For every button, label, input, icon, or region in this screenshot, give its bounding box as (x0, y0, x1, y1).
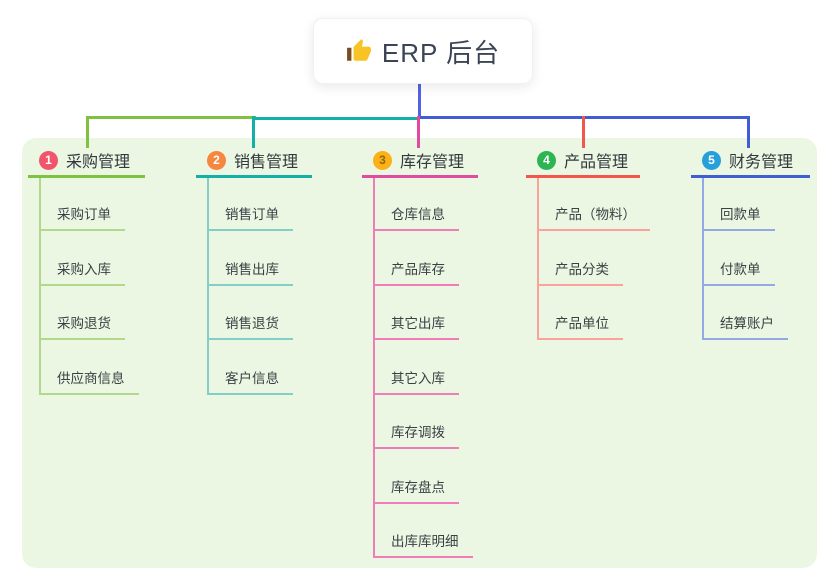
thumbs-up-icon (346, 39, 371, 61)
connector-line (86, 116, 89, 148)
connector-line (86, 116, 256, 119)
child-node-label: 采购订单 (57, 207, 111, 222)
child-node-label: 产品库存 (391, 262, 445, 277)
child-node-label: 产品分类 (555, 262, 609, 277)
branch-label: 产品管理 (564, 154, 629, 171)
branch-label: 库存管理 (400, 154, 465, 171)
child-node[interactable]: 产品（物料） (537, 199, 650, 231)
child-node-label: 客户信息 (225, 371, 279, 386)
branch-number-badge: 3 (373, 150, 392, 170)
root-node-erp[interactable]: ERP 后台 (313, 18, 533, 84)
child-node[interactable]: 产品分类 (537, 254, 623, 286)
child-node[interactable]: 销售退货 (207, 308, 293, 340)
child-node[interactable]: 回款单 (702, 199, 775, 231)
child-node[interactable]: 库存盘点 (373, 472, 459, 504)
child-node[interactable]: 销售订单 (207, 199, 293, 231)
child-node[interactable]: 付款单 (702, 254, 775, 286)
connector-line (252, 116, 255, 148)
root-node-title: ERP 后台 (381, 37, 501, 68)
child-node-label: 产品（物料） (555, 207, 636, 222)
branch-node-1[interactable]: 1 采购管理 (28, 149, 145, 178)
child-node-label: 销售出库 (225, 262, 279, 277)
child-node[interactable]: 供应商信息 (39, 363, 139, 395)
connector-line (582, 116, 585, 148)
child-node[interactable]: 采购入库 (39, 254, 125, 286)
child-node[interactable]: 产品单位 (537, 308, 623, 340)
child-node-label: 付款单 (720, 262, 761, 277)
child-spine-line (207, 178, 209, 395)
branch-node-4[interactable]: 4 产品管理 (526, 149, 640, 178)
child-node[interactable]: 客户信息 (207, 363, 293, 395)
child-node-label: 采购退货 (57, 316, 111, 331)
child-node[interactable]: 库存调拨 (373, 417, 459, 449)
branch-number-badge: 5 (702, 150, 721, 170)
child-node-label: 库存盘点 (391, 480, 445, 495)
child-node[interactable]: 采购订单 (39, 199, 125, 231)
child-spine-line (39, 178, 41, 395)
child-node[interactable]: 结算账户 (702, 308, 788, 340)
branch-label: 采购管理 (66, 154, 131, 171)
branch-node-5[interactable]: 5 财务管理 (691, 149, 810, 178)
child-node-label: 采购入库 (57, 262, 111, 277)
child-node[interactable]: 销售出库 (207, 254, 293, 286)
branch-label: 销售管理 (234, 154, 299, 171)
branch-node-3[interactable]: 3 库存管理 (362, 149, 478, 178)
child-spine-line (537, 178, 539, 340)
child-spine-line (373, 178, 375, 558)
connector-line (747, 116, 750, 148)
child-node-label: 仓库信息 (391, 207, 445, 222)
child-node-label: 出库库明细 (391, 534, 459, 549)
child-node-label: 产品单位 (555, 316, 609, 331)
child-node-label: 结算账户 (720, 316, 774, 331)
child-node-label: 供应商信息 (57, 371, 125, 386)
child-node-label: 回款单 (720, 207, 761, 222)
connector-line (252, 117, 420, 120)
child-node-label: 其它入库 (391, 371, 445, 386)
branch-number-badge: 4 (537, 150, 556, 170)
child-node[interactable]: 出库库明细 (373, 526, 473, 558)
connector-line (417, 116, 420, 148)
child-node-label: 销售订单 (225, 207, 279, 222)
child-node[interactable]: 采购退货 (39, 308, 125, 340)
child-node[interactable]: 仓库信息 (373, 199, 459, 231)
child-node-label: 销售退货 (225, 316, 279, 331)
branches-background-panel (22, 138, 817, 568)
branch-label: 财务管理 (729, 154, 794, 171)
connector-line (418, 84, 421, 118)
child-spine-line (702, 178, 704, 340)
child-node-label: 库存调拨 (391, 425, 445, 440)
child-node[interactable]: 其它出库 (373, 308, 459, 340)
branch-number-badge: 2 (207, 150, 226, 170)
branch-number-badge: 1 (39, 150, 58, 170)
child-node[interactable]: 产品库存 (373, 254, 459, 286)
branch-node-2[interactable]: 2 销售管理 (196, 149, 312, 178)
child-node-label: 其它出库 (391, 316, 445, 331)
child-node[interactable]: 其它入库 (373, 363, 459, 395)
